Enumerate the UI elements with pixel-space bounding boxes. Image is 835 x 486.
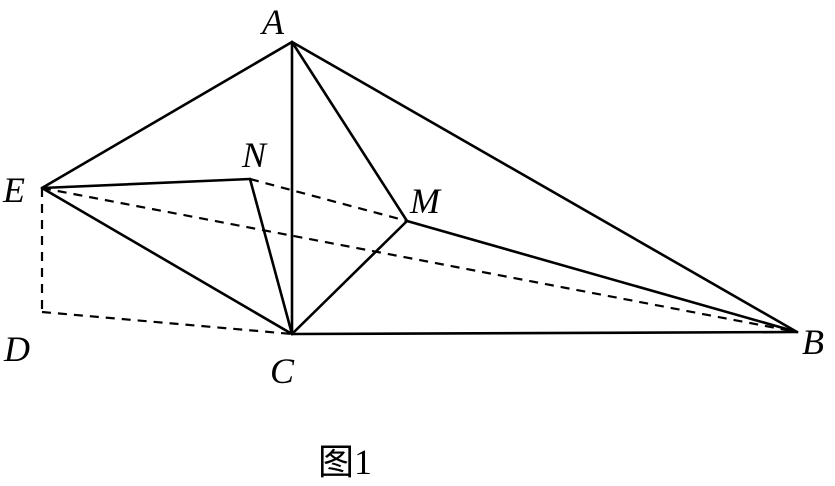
edge-AE — [40, 40, 294, 190]
label-N: N — [241, 135, 268, 175]
edge-CM — [290, 219, 409, 336]
label-C: C — [270, 351, 295, 391]
edge-NM-dashed — [249, 177, 408, 223]
label-B: B — [802, 322, 824, 362]
edge-EN — [40, 177, 252, 190]
label-E: E — [2, 170, 25, 210]
label-A: A — [260, 2, 285, 42]
edge-DC-dashed — [41, 310, 293, 336]
edge-AM — [290, 40, 409, 223]
label-D: D — [3, 329, 30, 369]
edge-EC — [40, 186, 294, 336]
edge-CB — [290, 330, 799, 336]
edge-MB — [405, 219, 799, 334]
edge-AB — [290, 40, 799, 334]
edge-EB-dashed — [41, 186, 798, 334]
edge-NC — [248, 177, 294, 336]
figure-caption: 图1 — [318, 442, 372, 482]
label-M: M — [409, 181, 442, 221]
